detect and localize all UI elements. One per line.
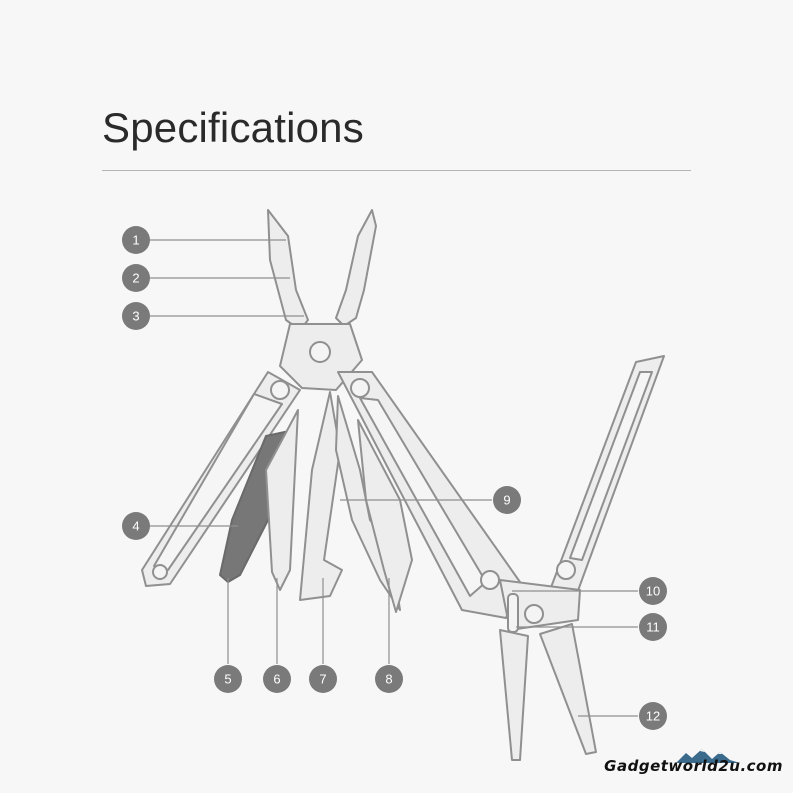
plier-jaw-left [267,209,309,331]
callout-label: 5 [224,672,231,687]
plier-jaw-right [335,209,377,327]
callout-2 [122,264,150,292]
scissors-body [499,579,581,631]
callout-6 [263,665,291,693]
scissors-arm-inner [569,371,653,561]
callout-11 [639,613,667,641]
callout-label: 9 [503,493,510,508]
scissors-blade-right [539,623,597,755]
callout-8 [375,665,403,693]
page-title: Specifications [102,104,364,151]
left-handle-screw [270,380,290,400]
callouts [122,226,667,730]
scissors-screw [556,560,576,580]
title-divider [102,170,691,171]
callout-label: 1 [132,233,139,248]
scissors-pivot [524,604,544,624]
callout-label: 6 [273,672,280,687]
callout-label: 3 [132,309,139,324]
tool-blade-7 [299,391,343,601]
right-handle-screw [350,378,370,398]
callout-label: 2 [132,271,139,286]
callout-label: 4 [132,519,139,534]
callout-12 [639,702,667,730]
watermark-text: Gadgetworld2u.com [604,757,783,775]
callout-label: 7 [319,672,326,687]
callout-3 [122,302,150,330]
callout-lines [150,239,638,717]
scissors-blade-left [499,629,529,761]
mountain-logo-icon [676,749,740,763]
tool-blade-6 [265,409,299,591]
callout-label: 11 [646,620,660,635]
callout-7 [309,665,337,693]
callout-10 [639,577,667,605]
callout-1 [122,226,150,254]
callout-label: 12 [646,709,660,724]
callout-4 [122,512,150,540]
lanyard-clip [507,593,519,633]
right-handle-bottom-screw [480,570,500,590]
callout-label: 8 [385,672,392,687]
callout-label: 10 [646,584,660,599]
callout-9 [493,486,521,514]
plier-pivot [309,341,331,363]
left-handle-bottom-screw [152,564,168,580]
callout-5 [214,665,242,693]
